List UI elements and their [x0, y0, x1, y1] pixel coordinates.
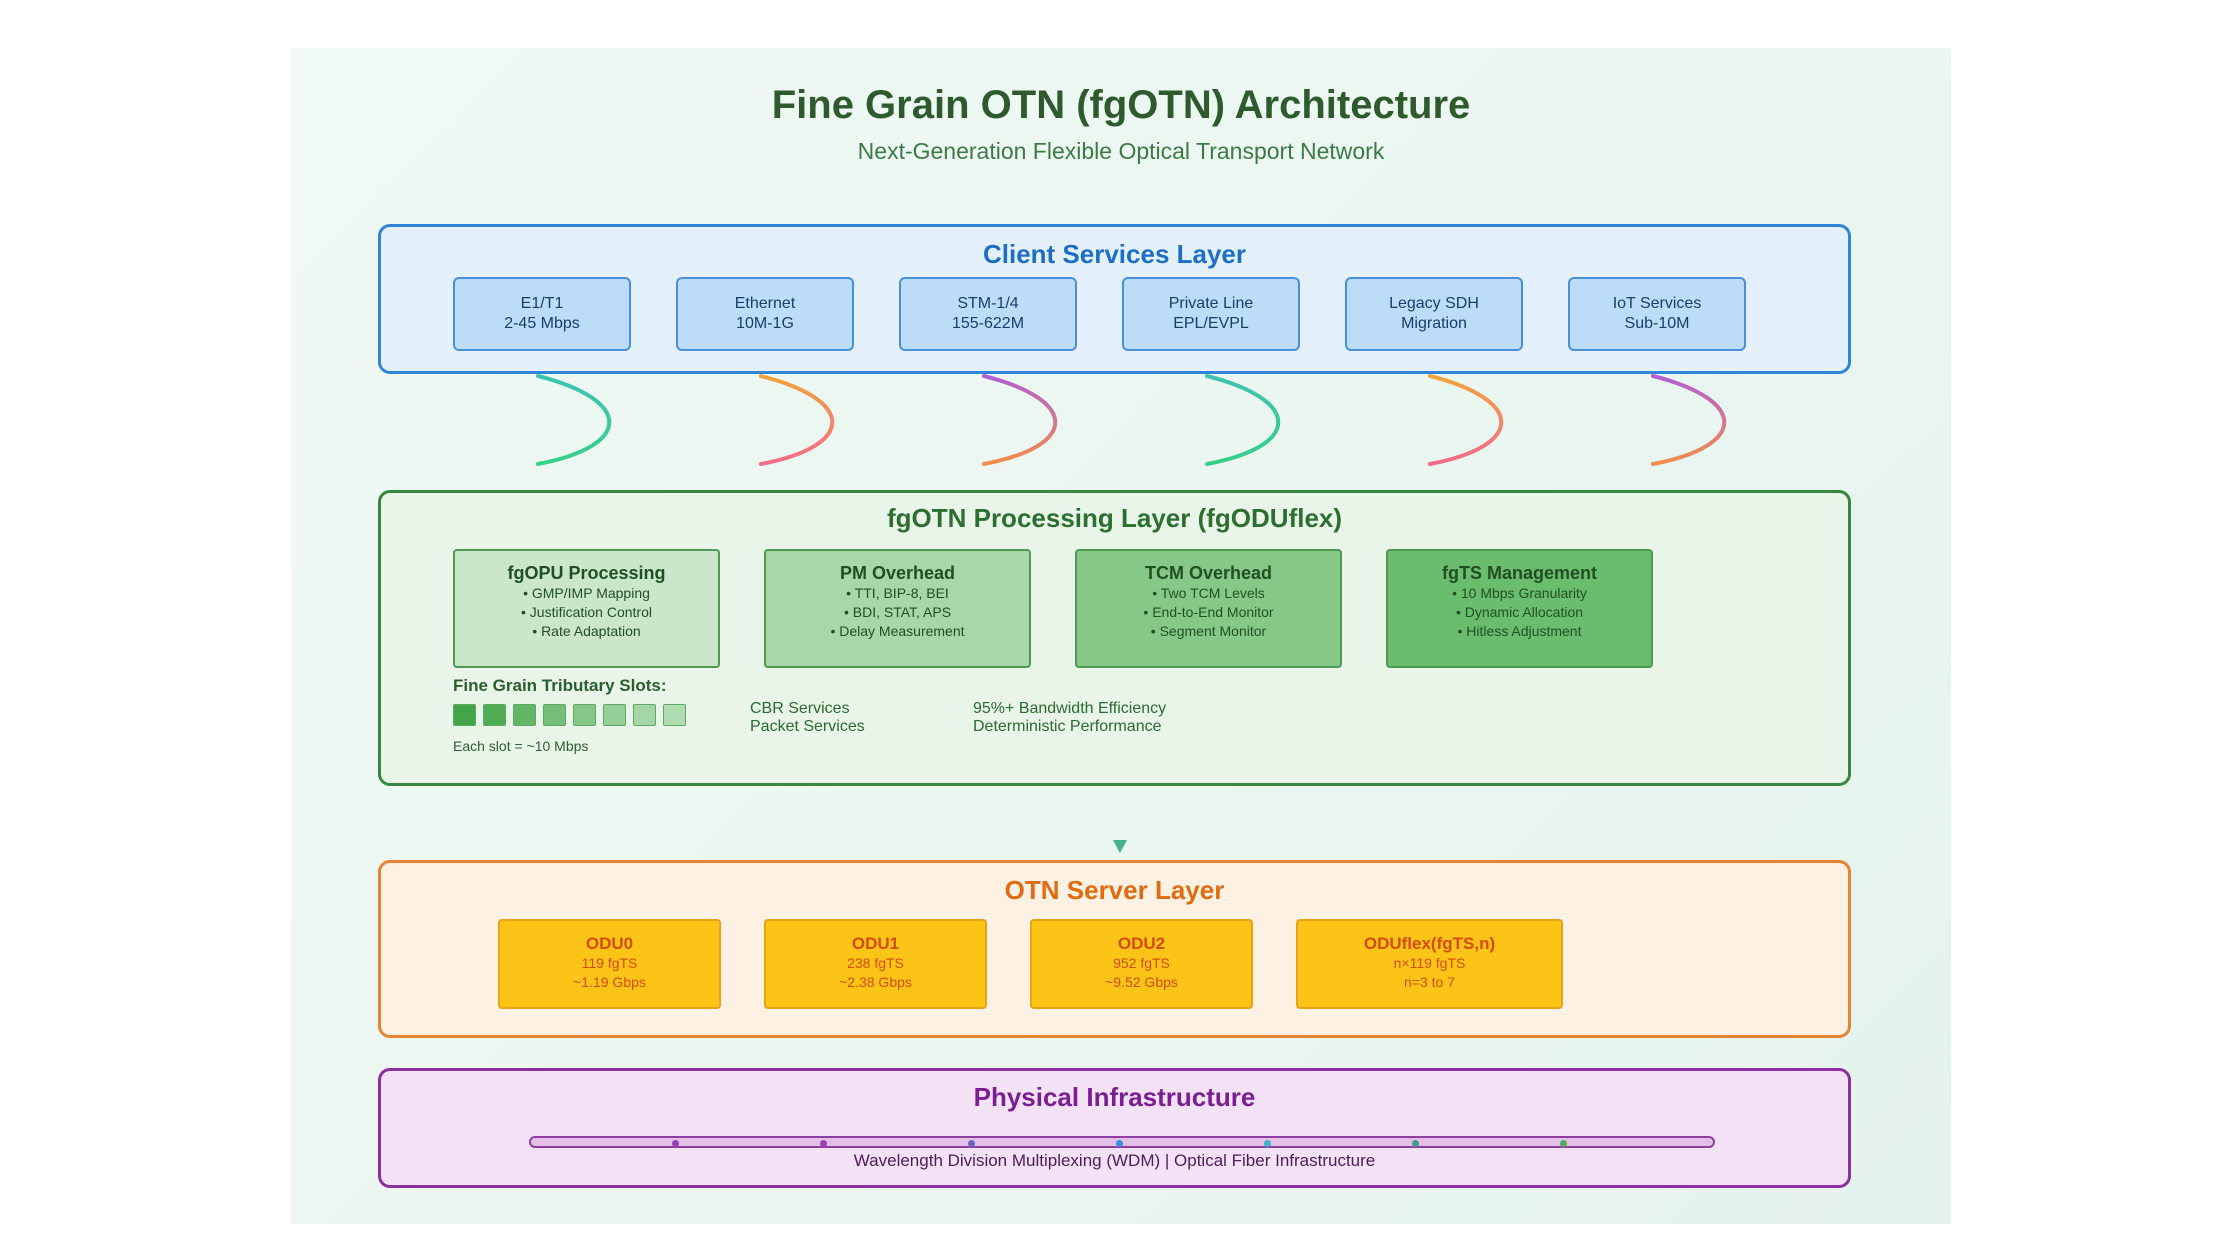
client-box-iot: IoT Services Sub-10M — [1568, 277, 1746, 351]
client-box-name: Private Line — [1168, 295, 1254, 312]
client-box-rate: 2-45 Mbps — [504, 315, 580, 332]
fgopu-processing-box: fgOPU Processing • GMP/IMP Mapping • Jus… — [453, 549, 720, 668]
wavelength-node — [1412, 1140, 1419, 1147]
box-line: 238 fgTS — [847, 955, 904, 971]
server-layer-title: OTN Server Layer — [1004, 875, 1225, 905]
tributary-slot — [633, 704, 656, 726]
client-box-rate: 10M-1G — [736, 315, 794, 332]
physical-layer-caption: Wavelength Division Multiplexing (WDM) |… — [853, 1151, 1376, 1170]
odu0-box: ODU0 119 fgTS ~1.19 Gbps — [498, 919, 721, 1009]
client-box-e1-t1: E1/T1 2-45 Mbps — [453, 277, 631, 351]
physical-layer-title: Physical Infrastructure — [973, 1082, 1256, 1112]
box-line: • Delay Measurement — [830, 623, 965, 639]
box-title: fgTS Management — [1441, 563, 1597, 583]
tributary-slots-label: Fine Grain Tributary Slots: — [453, 676, 667, 695]
client-layer-title: Client Services Layer — [982, 239, 1247, 269]
box-line: n=3 to 7 — [1404, 974, 1455, 990]
benefit-deterministic-performance: Deterministic Performance — [973, 718, 1162, 735]
oduflex-box: ODUflex(fgTS,n) n×119 fgTS n=3 to 7 — [1296, 919, 1563, 1009]
client-box-stm: STM-1/4 155-622M — [899, 277, 1077, 351]
client-box-name: E1/T1 — [520, 295, 564, 312]
tributary-slot — [603, 704, 626, 726]
client-connector-curve — [759, 374, 835, 466]
odu2-box: ODU2 952 fgTS ~9.52 Gbps — [1030, 919, 1253, 1009]
box-line: ~2.38 Gbps — [839, 974, 912, 990]
box-title: fgOPU Processing — [507, 563, 666, 583]
client-box-name: Ethernet — [734, 295, 796, 312]
service-types: CBR Services Packet Services — [750, 700, 865, 736]
benefit-bandwidth-efficiency: 95%+ Bandwidth Efficiency — [973, 700, 1167, 717]
client-connector-curve — [1428, 374, 1504, 466]
fgotn-processing-layer: fgOTN Processing Layer (fgODUflex) fgOPU… — [378, 490, 1851, 786]
otn-server-layer: OTN Server Layer ODU0 119 fgTS ~1.19 Gbp… — [378, 860, 1851, 1038]
tributary-slot — [453, 704, 476, 726]
client-box-name: Legacy SDH — [1389, 295, 1479, 312]
benefits: 95%+ Bandwidth Efficiency Deterministic … — [973, 700, 1166, 736]
tributary-slot — [483, 704, 506, 726]
box-title: ODU2 — [1117, 934, 1166, 953]
client-box-name: IoT Services — [1612, 295, 1702, 312]
box-title: ODUflex(fgTS,n) — [1363, 934, 1496, 953]
box-line: • Segment Monitor — [1150, 623, 1267, 639]
client-connector-curve — [1651, 374, 1727, 466]
box-line: • Hitless Adjustment — [1457, 623, 1582, 639]
tcm-overhead-box: TCM Overhead • Two TCM Levels • End-to-E… — [1075, 549, 1342, 668]
box-line: n×119 fgTS — [1393, 955, 1466, 971]
wavelength-node — [1116, 1140, 1123, 1147]
client-connector-curve — [982, 374, 1058, 466]
processing-layer-title: fgOTN Processing Layer (fgODUflex) — [886, 503, 1343, 533]
box-line: ~9.52 Gbps — [1105, 974, 1178, 990]
box-line: • TTI, BIP-8, BEI — [846, 585, 949, 601]
wavelength-node — [968, 1140, 975, 1147]
wavelength-node — [672, 1140, 679, 1147]
box-line: 119 fgTS — [581, 955, 638, 971]
client-box-rate: Sub-10M — [1624, 315, 1690, 332]
pm-overhead-box: PM Overhead • TTI, BIP-8, BEI • BDI, STA… — [764, 549, 1031, 668]
client-box-rate: EPL/EVPL — [1173, 315, 1249, 332]
page-title: Fine Grain OTN (fgOTN) Architecture — [771, 83, 1471, 127]
box-line: • 10 Mbps Granularity — [1452, 585, 1587, 601]
box-line: 952 fgTS — [1113, 955, 1170, 971]
fgts-management-box: fgTS Management • 10 Mbps Granularity • … — [1386, 549, 1653, 668]
box-title: TCM Overhead — [1144, 563, 1273, 583]
box-line: • End-to-End Monitor — [1143, 604, 1274, 620]
client-connector-curve — [1205, 374, 1281, 466]
box-line: ~1.19 Gbps — [573, 974, 646, 990]
tributary-slot — [573, 704, 596, 726]
tributary-slots-note: Each slot = ~10 Mbps — [453, 738, 589, 754]
client-box-name: STM-1/4 — [957, 295, 1019, 312]
box-line: • BDI, STAT, APS — [843, 604, 952, 620]
service-type-packet: Packet Services — [750, 718, 865, 735]
box-line: • Justification Control — [521, 604, 652, 620]
box-title: PM Overhead — [839, 563, 956, 583]
client-box-ethernet: Ethernet 10M-1G — [676, 277, 854, 351]
service-type-cbr: CBR Services — [750, 700, 850, 717]
box-line: • GMP/IMP Mapping — [523, 585, 650, 601]
odu1-box: ODU1 238 fgTS ~2.38 Gbps — [764, 919, 987, 1009]
page-subtitle: Next-Generation Flexible Optical Transpo… — [857, 138, 1385, 164]
diagram-canvas: Fine Grain OTN (fgOTN) Architecture Next… — [291, 48, 1951, 1224]
box-title: ODU0 — [585, 934, 634, 953]
box-line: • Rate Adaptation — [532, 623, 641, 639]
tributary-slot — [543, 704, 566, 726]
tributary-slot — [513, 704, 536, 726]
client-box-rate: Migration — [1401, 315, 1467, 332]
tributary-slot — [663, 704, 686, 726]
optical-fiber-bar — [529, 1136, 1715, 1148]
box-title: ODU1 — [851, 934, 900, 953]
box-line: • Two TCM Levels — [1152, 585, 1265, 601]
wavelength-node — [1560, 1140, 1567, 1147]
down-arrow-icon — [1113, 840, 1127, 853]
physical-infrastructure-layer: Physical Infrastructure Wavelength Divis… — [378, 1068, 1851, 1188]
wavelength-node — [1264, 1140, 1271, 1147]
client-connector-curve — [536, 374, 612, 466]
wavelength-node — [820, 1140, 827, 1147]
client-box-legacy-sdh: Legacy SDH Migration — [1345, 277, 1523, 351]
box-line: • Dynamic Allocation — [1455, 604, 1584, 620]
client-box-rate: 155-622M — [951, 315, 1025, 332]
client-box-private-line: Private Line EPL/EVPL — [1122, 277, 1300, 351]
client-services-layer: Client Services Layer E1/T1 2-45 Mbps Et… — [378, 224, 1851, 374]
